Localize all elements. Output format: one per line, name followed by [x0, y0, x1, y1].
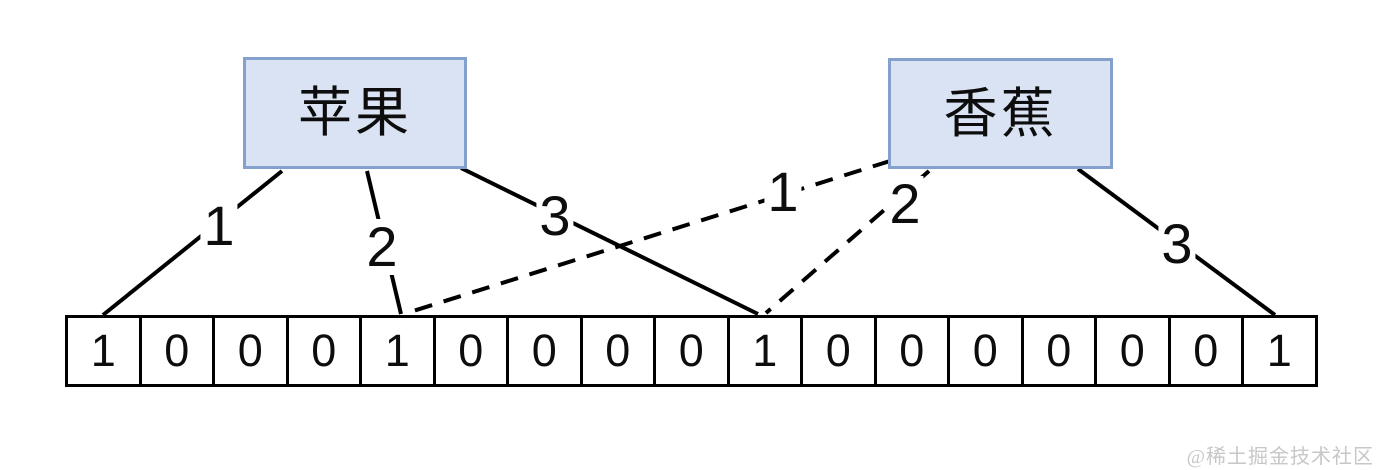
bit-cell-6: 0: [506, 315, 583, 387]
bit-cell-5: 0: [432, 315, 509, 387]
bit-cell-7: 0: [579, 315, 656, 387]
bit-cell-15: 0: [1167, 315, 1244, 387]
hash-label-apple-3: 3: [536, 188, 574, 244]
bit-cell-1: 0: [138, 315, 215, 387]
bit-cell-14: 0: [1094, 315, 1171, 387]
bit-cell-9: 1: [726, 315, 803, 387]
bit-cell-2: 0: [212, 315, 289, 387]
bit-cell-10: 0: [800, 315, 877, 387]
bit-cell-12: 0: [947, 315, 1024, 387]
bit-cell-0: 1: [65, 315, 142, 387]
node-apple: 苹果: [243, 57, 467, 169]
hash-label-banana-3: 3: [1158, 216, 1196, 272]
bit-cell-8: 0: [653, 315, 730, 387]
node-banana: 香蕉: [888, 58, 1113, 169]
hash-label-apple-1: 1: [200, 198, 238, 254]
bit-cell-11: 0: [873, 315, 950, 387]
edge-banana-hash1-to-cell4: [409, 159, 891, 314]
node-apple-label: 苹果: [298, 83, 412, 143]
hash-label-banana-2: 2: [886, 176, 924, 232]
hash-label-apple-2: 2: [363, 219, 401, 275]
node-banana-label: 香蕉: [943, 83, 1058, 144]
edge-apple-hash3-to-cell9: [460, 166, 759, 316]
bit-cell-13: 0: [1020, 315, 1097, 387]
hash-label-banana-1: 1: [764, 164, 802, 220]
watermark: @稀土掘金技术社区: [1186, 446, 1374, 468]
edge-apple-hash1-to-cell0: [101, 169, 284, 317]
bit-cell-16: 1: [1241, 315, 1318, 387]
bit-cell-3: 0: [285, 315, 362, 387]
bit-cell-4: 1: [359, 315, 436, 387]
